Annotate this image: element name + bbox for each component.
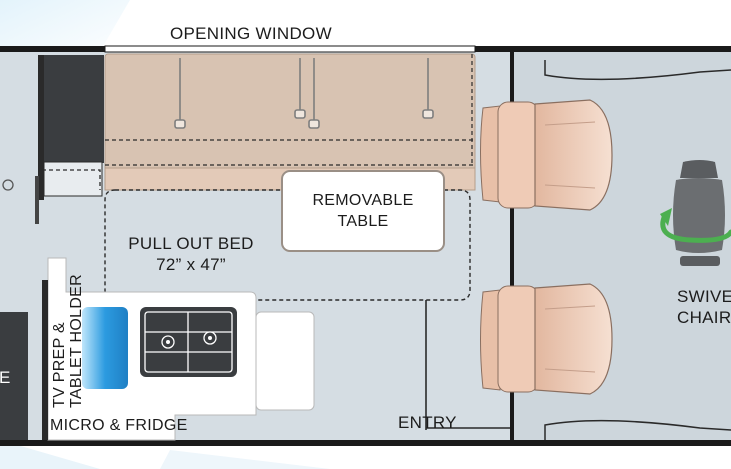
rear-door-edge	[35, 176, 39, 224]
micro-fridge-label: MICRO & FRIDGE	[50, 417, 188, 434]
swivel-chair-label: SWIVE CHAIR	[677, 286, 731, 329]
swivel-chair-label-line1: SWIVE	[677, 287, 731, 306]
left-wall-strip	[38, 55, 44, 200]
door-knob	[2, 179, 14, 191]
left-cabinet-dark	[0, 312, 28, 440]
sofa-dashed-corner	[42, 169, 101, 190]
tv-prep-label-line1: TV PREP &	[51, 322, 68, 408]
swivel-chair-icon	[673, 160, 725, 266]
rear-sofa	[104, 53, 476, 191]
removable-table-label-line1: REMOVABLE	[312, 192, 414, 209]
swivel-arrow-icon	[660, 212, 731, 243]
removable-table	[281, 170, 445, 252]
front-seat-lower	[480, 283, 613, 395]
seat-belts	[174, 58, 434, 129]
opening-window-frame	[104, 45, 476, 53]
swivel-arrow-head-icon	[660, 208, 672, 226]
pull-out-bed-label: PULL OUT BED 72” x 47”	[118, 235, 264, 273]
pull-out-bed-label-line1: PULL OUT BED	[128, 234, 254, 253]
wardrobe-door	[43, 161, 103, 197]
removable-table-label-line2: TABLE	[337, 213, 389, 230]
left-edge-label: E	[0, 368, 11, 387]
removable-table-label: REMOVABLE TABLE	[282, 193, 444, 230]
cab-outline-bottom	[544, 419, 731, 440]
pull-out-bed-label-line2: 72” x 47”	[156, 255, 226, 274]
swivel-chair-label-line2: CHAIR	[677, 308, 731, 328]
cab-outline	[544, 60, 731, 81]
tv-prep-label-line2: TABLET HOLDER	[67, 273, 85, 408]
front-seat-upper	[480, 99, 613, 211]
opening-window-label: OPENING WINDOW	[170, 24, 332, 43]
cooktop-icon	[140, 307, 237, 377]
entry-label: ENTRY	[398, 413, 457, 432]
background-decoration	[0, 0, 330, 469]
tv-prep-label: TV PREP & TABLET HOLDER	[51, 273, 86, 408]
tv-screen	[82, 307, 128, 389]
wardrobe-cabinet	[42, 55, 104, 163]
